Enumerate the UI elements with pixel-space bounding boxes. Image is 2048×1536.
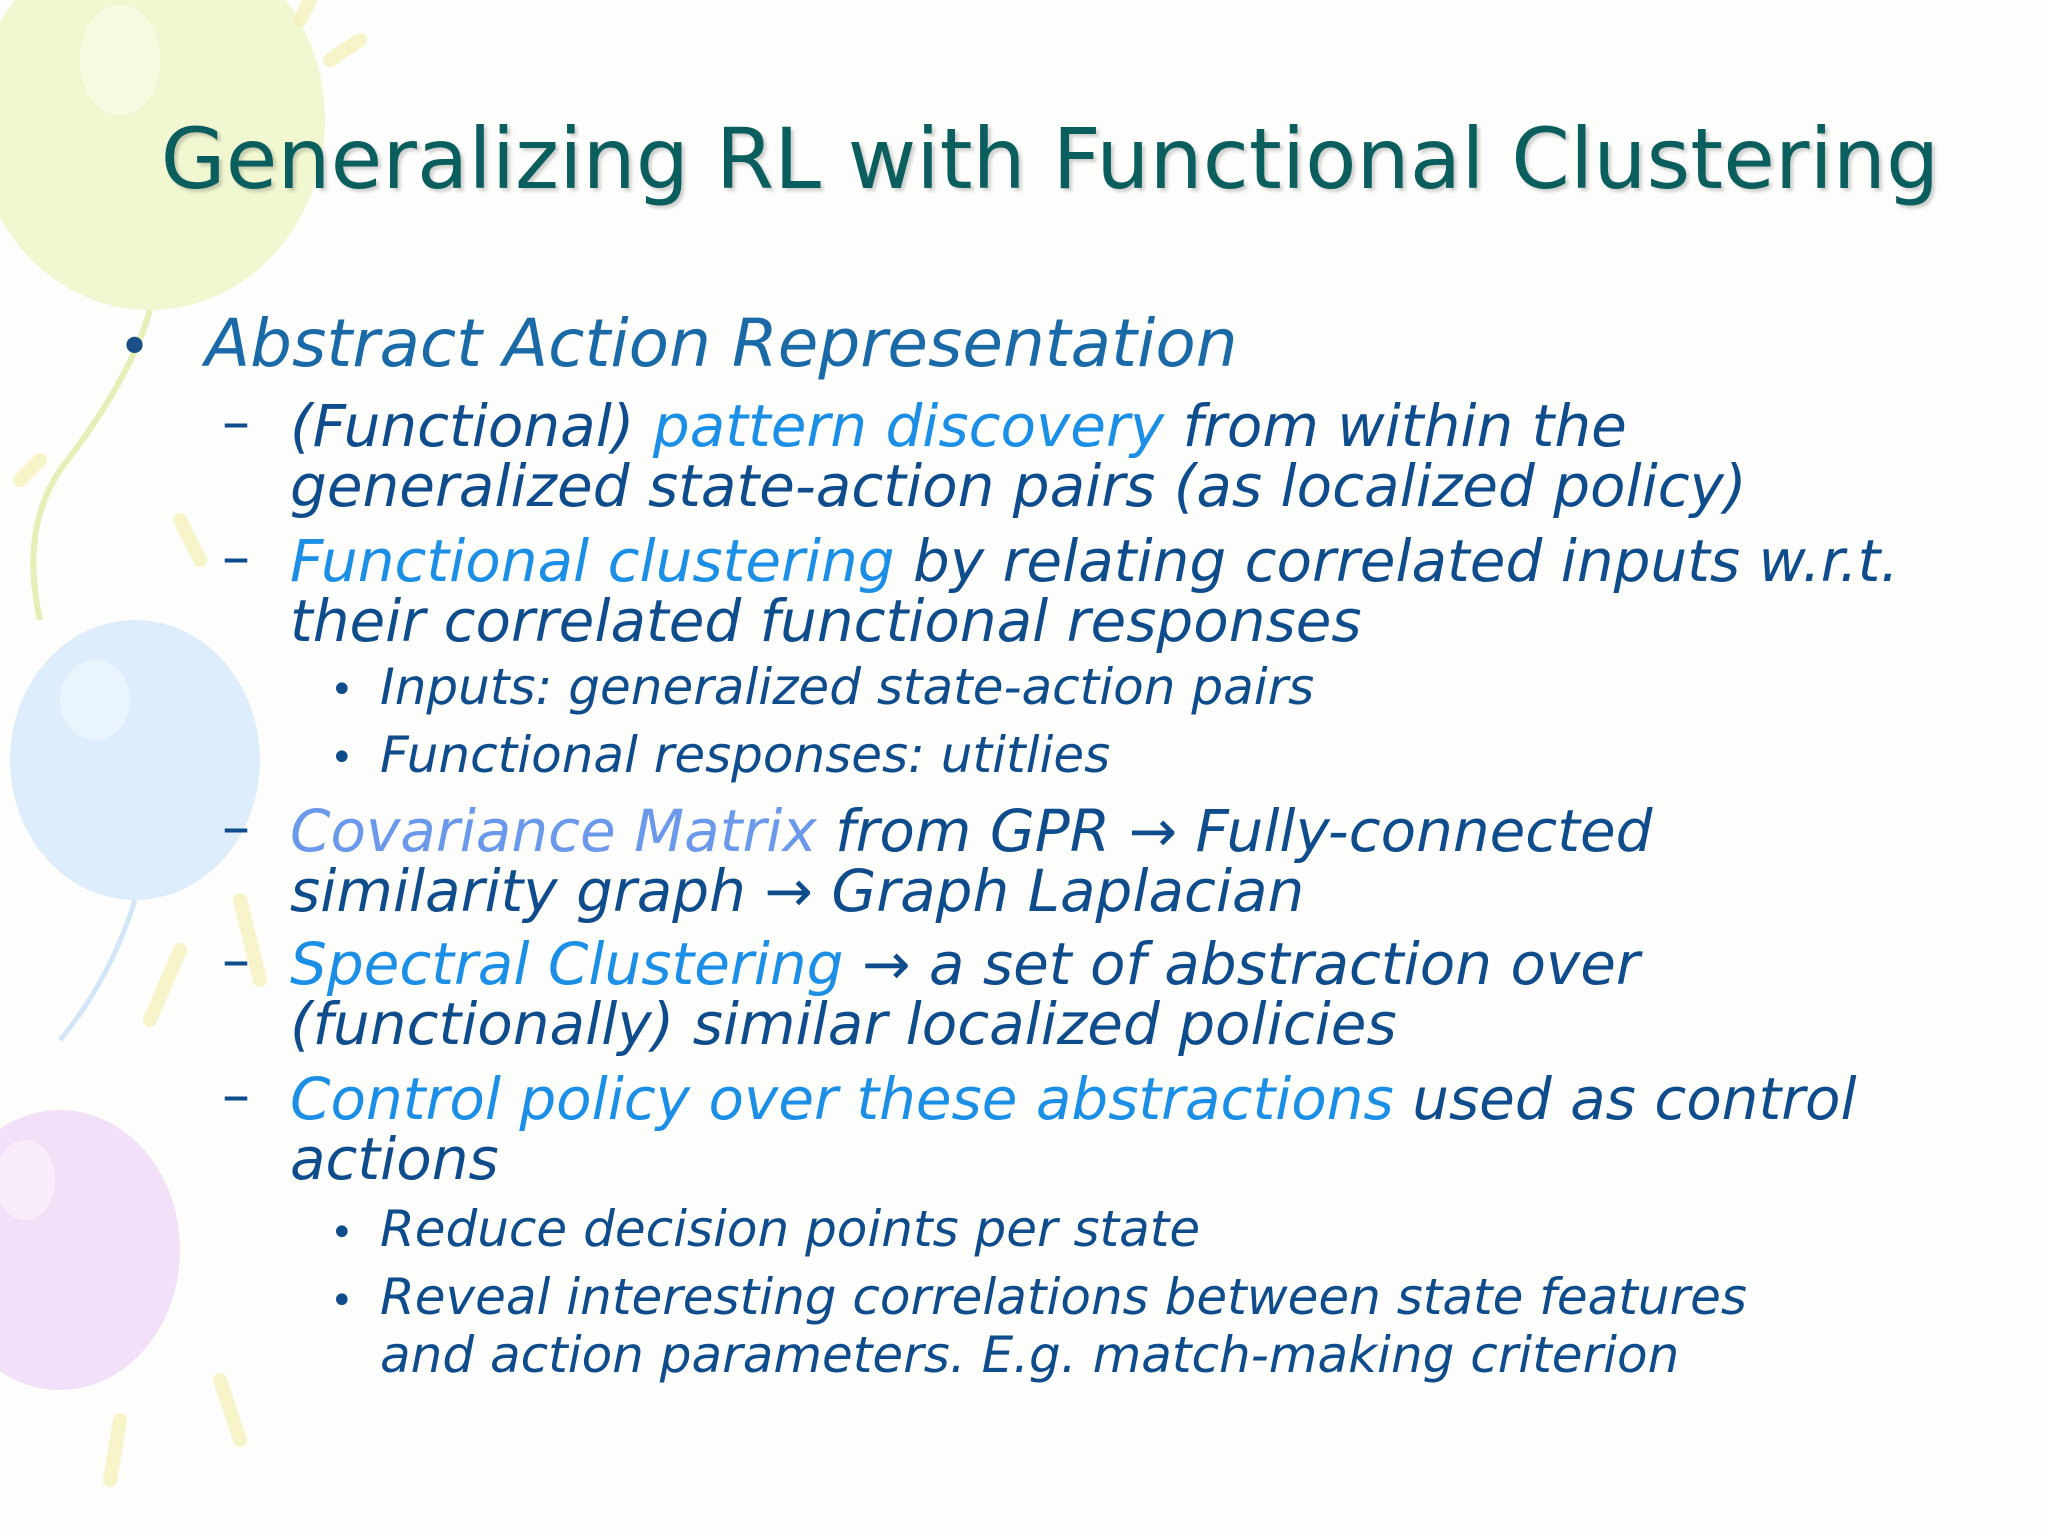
bullet-marker: • — [118, 315, 152, 380]
item-1-line-0-seg-1: by relating correlated inputs w.r.t. — [894, 527, 1899, 595]
item-1-sub-0: Inputs: generalized state-action pairs — [380, 658, 1315, 716]
item-2-line-1-seg-0: similarity graph → Graph Laplacian — [290, 857, 1305, 925]
item-3-line-0-seg-1: → a set of abstraction over — [843, 930, 1640, 998]
item-2-line-1: similarity graph → Graph Laplacian — [290, 857, 1304, 925]
sub-bullet-marker: • — [330, 1210, 354, 1256]
sub-bullet-marker: • — [330, 735, 354, 781]
item-1-line-1: their correlated functional responses — [290, 587, 1362, 655]
item-3-line-0-seg-0: Spectral Clustering — [290, 930, 844, 998]
item-3-line-1-seg-0: (functionally) similar localized policie… — [290, 990, 1397, 1058]
item-2-line-0-seg-1: from GPR → Fully-connected — [816, 797, 1653, 865]
dash-marker: – — [222, 795, 250, 860]
item-4-line-0-seg-1: used as control — [1393, 1065, 1857, 1133]
item-4-line-0: Control policy over these abstractions u… — [290, 1065, 1857, 1133]
dash-marker: – — [222, 1063, 250, 1128]
item-1-line-1-seg-0: their correlated functional responses — [290, 587, 1362, 655]
item-0-line-0-seg-1: pattern discovery — [652, 392, 1165, 460]
dash-marker: – — [222, 928, 250, 993]
item-0-line-1: generalized state-action pairs (as local… — [290, 452, 1747, 520]
item-4-sub-1: Reveal interesting correlations between … — [380, 1268, 1747, 1384]
item-2-line-0-seg-0: Covariance Matrix — [290, 797, 817, 865]
item-4-line-0-seg-0: Control policy over these abstractions — [290, 1065, 1394, 1133]
sub-bullet-marker: • — [330, 667, 354, 713]
item-1-line-0: Functional clustering by relating correl… — [290, 527, 1899, 595]
item-4-line-1-seg-0: actions — [290, 1125, 499, 1193]
item-0-line-1-seg-0: generalized state-action pairs (as local… — [290, 452, 1747, 520]
item-1-sub-1: Functional responses: utitlies — [380, 726, 1111, 784]
dash-marker: – — [222, 525, 250, 590]
slide-title: Generalizing RL with Functional Clusteri… — [160, 110, 1940, 208]
sub-bullet-marker: • — [330, 1278, 354, 1324]
item-3-line-0: Spectral Clustering → a set of abstracti… — [290, 930, 1640, 998]
item-0-line-0: (Functional) pattern discovery from with… — [290, 392, 1627, 460]
item-3-line-1: (functionally) similar localized policie… — [290, 990, 1397, 1058]
dash-marker: – — [222, 390, 250, 455]
main-bullet-text: Abstract Action Representation — [205, 305, 1238, 382]
item-0-line-0-seg-0: (Functional) — [290, 392, 653, 460]
item-1-line-0-seg-0: Functional clustering — [290, 527, 895, 595]
item-4-line-1: actions — [290, 1125, 499, 1193]
item-0-line-0-seg-2: from within the — [1164, 392, 1627, 460]
item-4-sub-0: Reduce decision points per state — [380, 1200, 1201, 1258]
item-2-line-0: Covariance Matrix from GPR → Fully-conne… — [290, 797, 1652, 865]
